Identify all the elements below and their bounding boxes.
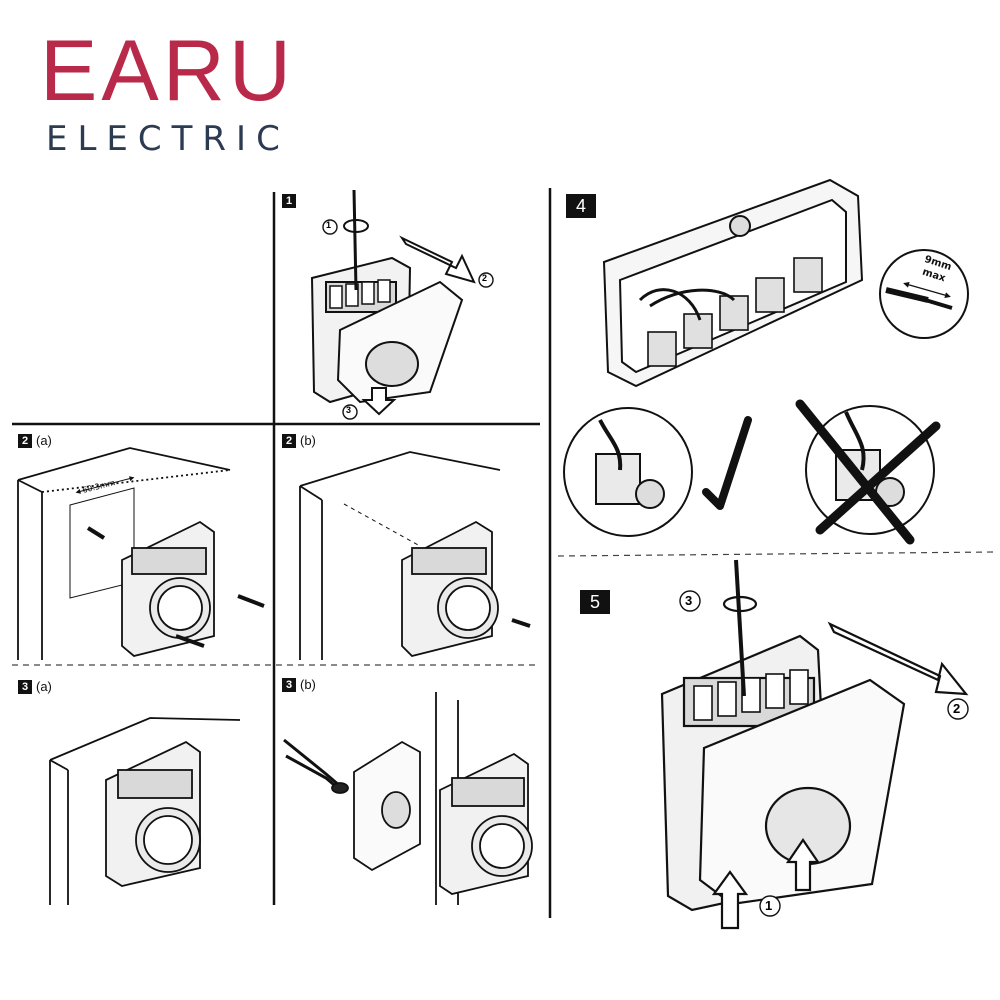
step5-badge: 5: [580, 590, 610, 614]
step2a-badge: 2: [18, 434, 32, 448]
brand-name: EARU: [40, 23, 295, 119]
callout-step5-2: 2: [953, 701, 961, 716]
wire-incorrect-inset: [805, 405, 935, 535]
wire-correct-inset: [563, 407, 693, 537]
step4-illustration: [602, 178, 969, 388]
panel-dividers-dashed: [12, 551, 997, 666]
callout-step5-3: 3: [685, 593, 693, 608]
step3b-badge: 3: [282, 678, 296, 692]
callout-step5-1: 1: [765, 898, 773, 913]
step2b-variant: (b): [300, 433, 316, 448]
check-mark-icon: [702, 416, 752, 510]
step5-illustration: [660, 559, 969, 930]
step2a-illustration: [17, 447, 265, 660]
step2a-variant: (a): [36, 433, 52, 448]
step3a-badge: 3: [18, 680, 32, 694]
callout-step1-1: 1: [326, 220, 332, 230]
step1-badge: 1: [282, 194, 296, 208]
step2b-illustration: [299, 451, 531, 660]
pliers-icon: [283, 738, 349, 794]
step3b-variant: (b): [300, 677, 316, 692]
callout-step1-3: 3: [346, 405, 352, 415]
cross-mark-icon: [795, 399, 941, 545]
screwdriver-icon: [352, 189, 358, 291]
panel-dividers: [12, 188, 552, 918]
rotate-arrow-icon: [343, 219, 369, 233]
step3a-variant: (a): [36, 679, 52, 694]
push-arrow-icon: [399, 235, 476, 284]
step1-illustration: [310, 189, 476, 416]
step4-badge: 4: [566, 194, 596, 218]
brand-logo: EARU ELECTRIC: [40, 23, 310, 156]
brand-subtitle: ELECTRIC: [46, 119, 290, 159]
step2b-badge: 2: [282, 434, 296, 448]
callout-step1-2: 2: [482, 273, 488, 283]
step3b-illustration: [283, 692, 533, 905]
callout-circles: [322, 219, 969, 917]
step3a-illustration: [49, 717, 241, 905]
